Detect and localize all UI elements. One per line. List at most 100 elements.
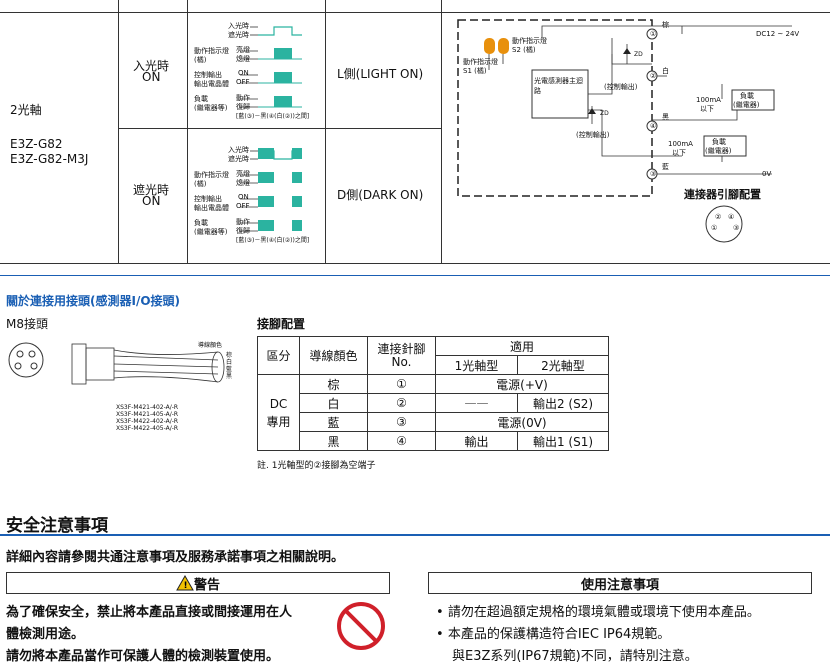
wire-color-label: 導線顏色 <box>198 342 223 349</box>
current-1: 100mA <box>696 96 721 104</box>
th-category: 區分 <box>257 336 300 375</box>
wire-color-3: 黑 <box>226 373 233 380</box>
timing-chart-dark-on <box>240 148 302 232</box>
pin-1: ① <box>650 30 657 38</box>
usage-header: 使用注意事項 <box>428 572 812 594</box>
conn-pin-2: ② <box>715 213 722 221</box>
t1-load: 負載 <box>194 95 208 103</box>
model-list-3: XS3F-M422-405-A/-R <box>116 425 179 432</box>
row2-state-on: ON <box>142 194 161 208</box>
warning-text-2: 體檢測用途。 <box>6 627 85 642</box>
t2-load2: (繼電器等) <box>194 228 228 236</box>
row2-state: 遮光時 <box>133 183 170 197</box>
load-2b: (繼電器) <box>705 147 732 155</box>
t1-off: OFF <box>236 78 250 86</box>
t2-light-in: 入光時 <box>228 146 249 154</box>
t2-output-transistor: 輸出電晶體 <box>194 204 229 212</box>
t1-lit: 亮燈 <box>236 46 250 54</box>
warning-header: ! 警告 <box>6 572 390 594</box>
zd-2: ZD <box>600 110 609 117</box>
current-1b: 以下 <box>700 105 714 113</box>
svg-text:!: ! <box>183 581 187 591</box>
conn-pin-1: ① <box>711 224 718 232</box>
t1-control-output: 控制輸出 <box>194 71 222 79</box>
model-group: 2光軸 <box>10 103 42 117</box>
td-pin: ② <box>367 393 436 413</box>
td-wire: 白 <box>299 393 368 413</box>
section-divider <box>0 275 830 276</box>
model-1: E3Z-G82 <box>10 137 63 151</box>
m8-connector-drawing <box>8 342 225 385</box>
load-2: 負載 <box>712 138 726 146</box>
warning-text-1: 為了確保安全，禁止將本產品直接或間接運用在人 <box>6 605 293 620</box>
prohibition-icon <box>337 602 385 650</box>
t1-on: ON <box>238 69 249 77</box>
td-merged: 電源(+V) <box>435 374 609 394</box>
wire-brown: 棕 <box>662 21 669 29</box>
t1-output-transistor: 輸出電晶體 <box>194 80 229 88</box>
td-2axis: 輸出1 (S1) <box>517 431 609 451</box>
t2-light-block: 遮光時 <box>228 155 249 163</box>
m8-label: M8接頭 <box>6 317 48 331</box>
t2-indicator2: (橘) <box>194 180 207 188</box>
wire-color-1: 白 <box>226 359 233 366</box>
t1-action: 動作 <box>236 94 250 102</box>
pin-2: ② <box>650 72 657 80</box>
t2-off-lamp: 熄燈 <box>236 179 250 187</box>
t2-indicator: 動作指示燈 <box>194 171 229 179</box>
connector-title: 連接器引腳配置 <box>684 188 761 201</box>
td-pin: ① <box>367 374 436 394</box>
t2-off: OFF <box>236 202 250 210</box>
warning-triangle-icon: ! <box>176 575 194 591</box>
t2-action: 動作 <box>236 218 250 226</box>
t1-load2: (繼電器等) <box>194 104 228 112</box>
warning-title: 警告 <box>193 577 220 593</box>
row1-mode: L側(LIGHT ON) <box>337 67 424 81</box>
t2-note: [藍(③)－黑(④(白(②))之間] <box>236 237 310 244</box>
safety-divider <box>0 534 830 536</box>
td-pin: ④ <box>367 431 436 451</box>
t1-indicator: 動作指示燈 <box>194 47 229 55</box>
td-wire: 棕 <box>299 374 368 394</box>
wire-blue: 藍 <box>662 163 669 171</box>
row2-mode: D側(DARK ON) <box>337 188 424 202</box>
usage-title: 使用注意事項 <box>580 577 659 593</box>
td-wire: 黑 <box>299 431 368 451</box>
td-1axis: —— <box>435 393 518 413</box>
indicator-s1: 動作指示燈 <box>463 58 498 66</box>
main-circuit: 光電感測器主迴路 <box>534 77 583 95</box>
conn-pin-3: ③ <box>733 224 740 232</box>
indicator-s1-2: S1 (橘) <box>463 67 487 75</box>
t1-indicator2: (橘) <box>194 56 207 64</box>
td-pin: ③ <box>367 412 436 432</box>
usage-extra: 與E3Z系列(IP67規範)不同，請特別注意。 <box>452 649 698 664</box>
timing-chart-light-on <box>240 26 302 108</box>
load-1: 負載 <box>740 92 754 100</box>
th-1axis: 1光軸型 <box>435 355 518 375</box>
wire-color-0: 棕 <box>226 352 233 359</box>
t2-reset: 復歸 <box>236 227 250 235</box>
circuit-0v: 0V <box>762 170 772 178</box>
circuit-diagram <box>457 19 792 243</box>
th-2axis: 2光軸型 <box>517 355 609 375</box>
wire-color-2: 藍 <box>226 366 233 373</box>
t2-lit: 亮燈 <box>236 170 250 178</box>
row1-state: 入光時 <box>133 59 170 73</box>
td-wire: 藍 <box>299 412 368 432</box>
warning-text-3: 請勿將本產品當作可保護人體的檢測裝置使用。 <box>6 649 280 664</box>
wire-white: 白 <box>662 67 669 75</box>
current-2: 100mA <box>668 140 693 148</box>
t2-load: 負載 <box>194 219 208 227</box>
td-2axis: 輸出2 (S2) <box>517 393 609 413</box>
safety-subtitle: 詳細內容請參閱共通注意事項及服務承諾事項之相關說明。 <box>6 550 345 565</box>
model-list-0: XS3F-M421-402-A/-R <box>116 404 179 411</box>
table-row: 藍 ③ 電源(0V) <box>258 412 609 432</box>
t1-light-in: 入光時 <box>228 22 249 30</box>
table-row: 白 ② —— 輸出2 (S2) <box>258 393 609 413</box>
model-list-2: XS3F-M422-402-A/-R <box>116 418 179 425</box>
t2-control-output: 控制輸出 <box>194 195 222 203</box>
connector-section-title: 關於連接用接頭(感測器I/O接頭) <box>6 294 181 308</box>
